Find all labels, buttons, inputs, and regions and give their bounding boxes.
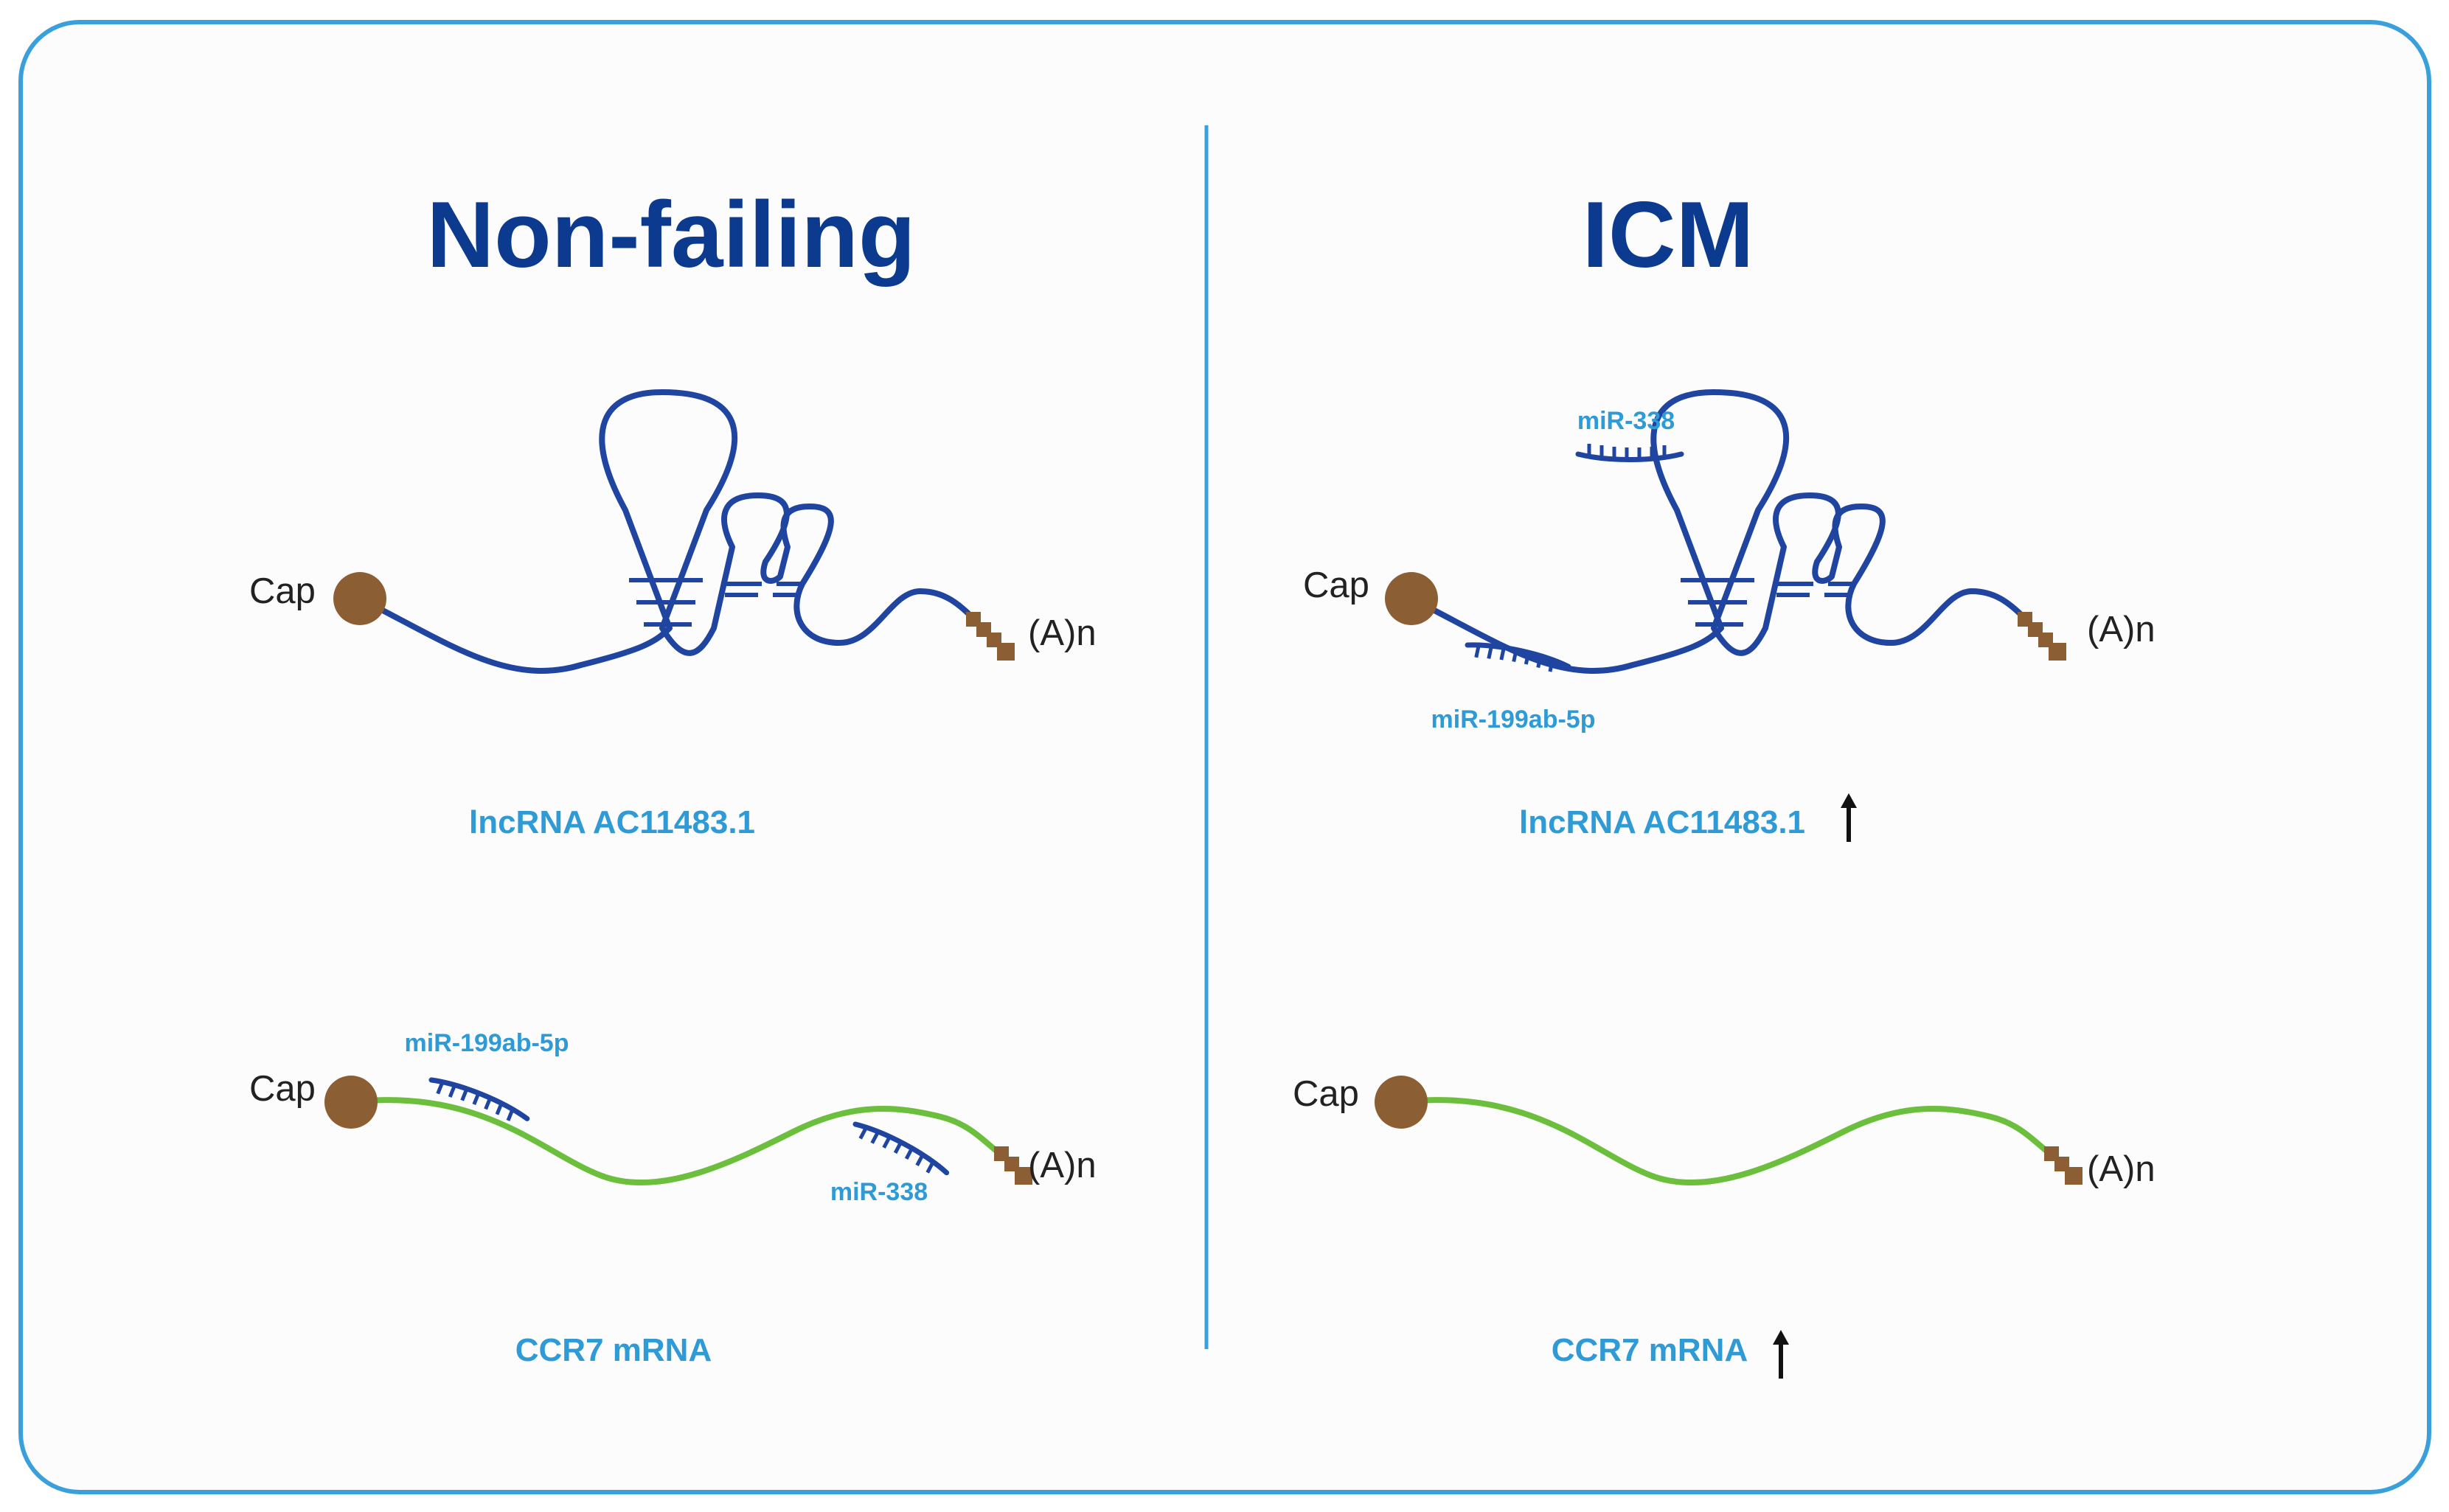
polya-label-right-lnc: (A)n [2087,610,2156,649]
mirna-199-label-left: miR-199ab-5p [405,1029,569,1057]
cap-label-right-mrna: Cap [1293,1074,1359,1114]
title-non-failing: Non-failing [426,182,915,287]
lncrna-name-left: lncRNA AC11483.1 [469,804,755,840]
mirna-338-label-left: miR-338 [830,1178,928,1206]
cap-label-right-lnc: Cap [1303,565,1369,605]
panel-frame [18,20,2431,1494]
polya-label-right-mrna: (A)n [2087,1149,2156,1189]
mirna-338-label-right: miR-338 [1577,407,1675,435]
polya-label-left-lnc: (A)n [1028,613,1097,653]
title-icm: ICM [1583,182,1754,287]
cap-label-left-mrna: Cap [249,1069,316,1109]
polya-label-left-mrna: (A)n [1028,1146,1097,1185]
mrna-name-left: CCR7 mRNA [515,1332,712,1368]
mirna-199-label-right: miR-199ab-5p [1431,706,1596,734]
mrna-name-right: CCR7 mRNA [1552,1332,1748,1368]
lncrna-name-right: lncRNA AC11483.1 [1519,804,1805,840]
cap-label-left-lnc: Cap [249,571,316,611]
